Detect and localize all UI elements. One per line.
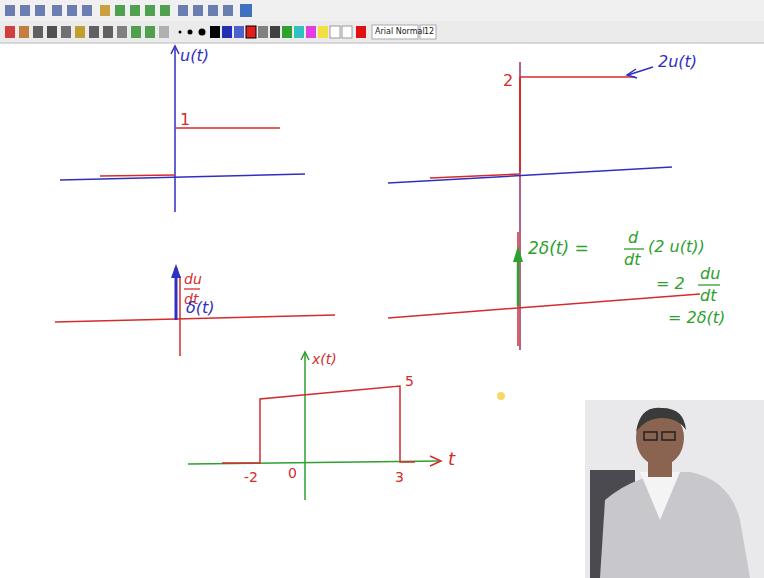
level-label: 2 [503, 73, 513, 89]
equation-term: = 2 [656, 276, 685, 292]
tick-label: 3 [395, 470, 404, 484]
tick-label: -2 [244, 470, 258, 484]
equation-term: (2 u(t)) [648, 239, 705, 255]
equation-term: 2δ(t) = [528, 240, 589, 257]
toolbar-size: 12 [424, 28, 434, 36]
fraction-top: d [628, 230, 638, 246]
axis-label: u(t) [180, 48, 209, 64]
signal-label: δ(t) [186, 300, 215, 316]
axis-label: t [448, 450, 455, 468]
fraction-bottom: dt [700, 288, 716, 304]
value-label: 5 [405, 374, 414, 388]
equation-term: = 2δ(t) [668, 310, 725, 326]
axis-label: x(t) [312, 352, 337, 366]
fraction-bottom: dt [624, 252, 640, 268]
signal-label: 2u(t) [658, 54, 697, 70]
fraction-top: du [184, 272, 202, 286]
level-label: 1 [180, 112, 190, 128]
toolbar-font: Arial Normal [375, 28, 425, 36]
fraction-top: du [700, 266, 720, 282]
tick-label: 0 [288, 466, 297, 480]
